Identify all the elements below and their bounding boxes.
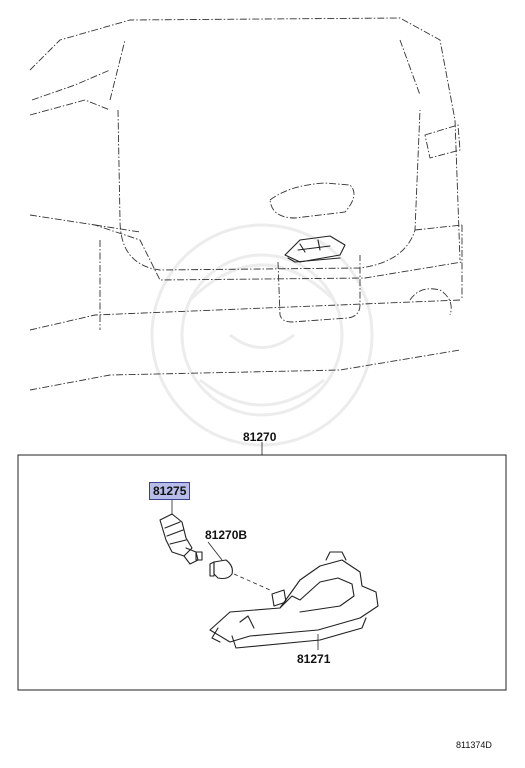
vehicle-license-light [284,235,346,263]
lens-housing-part [209,551,379,649]
parts-box [17,454,507,691]
vehicle-rear-body [29,17,463,391]
label-socket-81275[interactable]: 81275 [149,482,191,500]
bulb-part [209,559,233,580]
bulb-leader-line [207,541,223,561]
socket-part [159,513,203,565]
label-assembly-81270: 81270 [243,430,277,444]
bulb-guide-dash [233,573,271,591]
label-bulb-81270B: 81270B [205,528,248,542]
label-lens-81271: 81271 [297,652,331,666]
figure-code: 811374D [456,740,492,750]
